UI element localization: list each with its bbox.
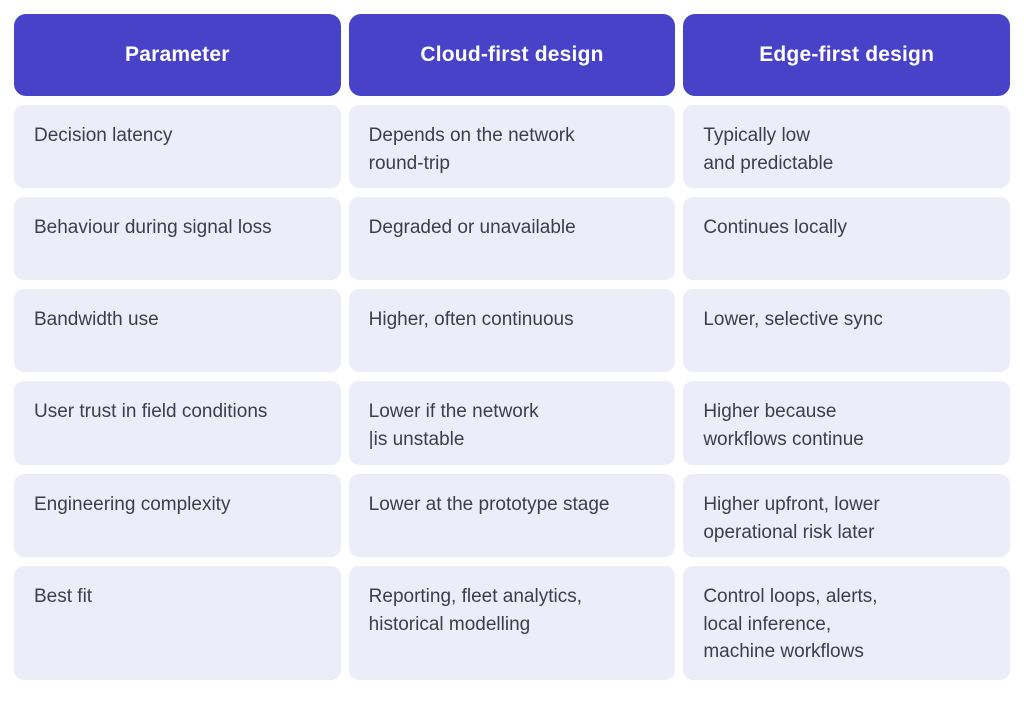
cell-user-trust-parameter: User trust in field conditions — [14, 381, 341, 465]
cell-bandwidth-cloud: Higher, often continuous — [348, 289, 676, 372]
column-header-cloud-first-design: Cloud-first design — [348, 14, 676, 96]
cell-engineering-complexity-cloud: Lower at the prototype stage — [348, 474, 676, 557]
cell-signal-loss-cloud: Degraded or unavailable — [348, 197, 676, 280]
cell-best-fit-cloud: Reporting, fleet analytics, historical m… — [348, 566, 676, 680]
column-header-edge-first-design: Edge-first design — [683, 14, 1010, 96]
cell-engineering-complexity-edge: Higher upfront, lower operational risk l… — [683, 474, 1010, 557]
cell-signal-loss-edge: Continues locally — [683, 197, 1010, 280]
cell-user-trust-cloud: Lower if the network |is unstable — [348, 381, 676, 465]
cell-best-fit-edge: Control loops, alerts, local inference, … — [683, 566, 1010, 680]
cell-bandwidth-edge: Lower, selective sync — [683, 289, 1010, 372]
cell-decision-latency-edge: Typically low and predictable — [683, 105, 1010, 188]
cell-bandwidth-parameter: Bandwidth use — [14, 289, 341, 372]
cell-best-fit-parameter: Best fit — [14, 566, 341, 680]
comparison-table: Parameter Cloud-first design Edge-first … — [14, 14, 1010, 680]
cell-decision-latency-parameter: Decision latency — [14, 105, 341, 188]
cell-engineering-complexity-parameter: Engineering complexity — [14, 474, 341, 557]
cell-signal-loss-parameter: Behaviour during signal loss — [14, 197, 341, 280]
column-header-parameter: Parameter — [14, 14, 341, 96]
cell-user-trust-edge: Higher because workflows continue — [683, 381, 1010, 465]
cell-decision-latency-cloud: Depends on the network round-trip — [348, 105, 676, 188]
